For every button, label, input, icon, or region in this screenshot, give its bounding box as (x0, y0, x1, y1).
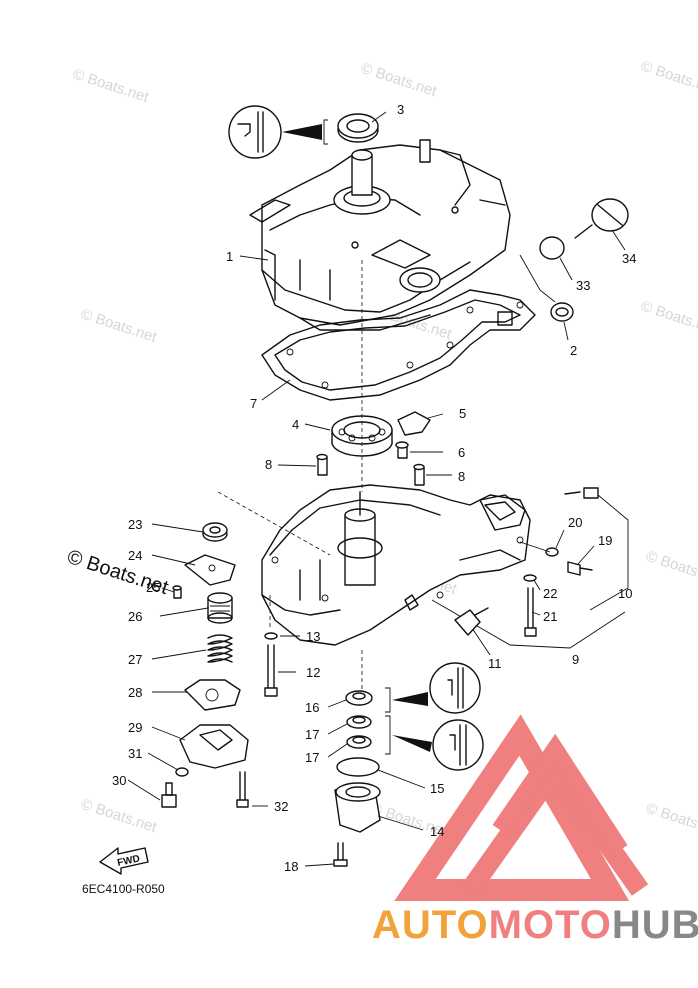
callout-13: 13 (306, 629, 320, 644)
callout-15: 15 (430, 781, 444, 796)
callout-27: 27 (128, 652, 142, 667)
callout-10: 10 (618, 586, 632, 601)
callout-34: 34 (622, 251, 636, 266)
callout-30: 30 (112, 773, 126, 788)
callout-3: 3 (397, 102, 404, 117)
callout-33: 33 (576, 278, 590, 293)
gasket-part-28 (184, 679, 241, 711)
diagram-code: 6EC4100-R050 (82, 882, 165, 896)
plate-part-24 (184, 554, 236, 586)
seal-part-2 (550, 302, 574, 322)
callout-2: 2 (570, 343, 577, 358)
watermark: © Boats.net (639, 298, 698, 339)
watermark: © Boats.net (79, 306, 160, 347)
dashed-alignment-line (217, 491, 331, 556)
callout-22: 22 (543, 586, 557, 601)
bracket-leader (589, 494, 629, 611)
cover-part-29 (179, 724, 249, 769)
callout-24: 24 (128, 548, 142, 563)
washer-part-23 (202, 522, 228, 542)
valve-part-26 (207, 592, 233, 624)
callout-4: 4 (292, 417, 299, 432)
callout-14: 14 (430, 824, 444, 839)
callout-8: 8 (458, 469, 465, 484)
watermark: © Boats.net (644, 800, 698, 841)
callout-labels: 1 2 3 4 5 6 7 8 8 9 10 11 12 13 14 15 16… (112, 102, 636, 874)
brand-logo-mark (394, 714, 649, 901)
callout-6: 6 (458, 445, 465, 460)
callout-29: 29 (128, 720, 142, 735)
plate-part-5 (397, 411, 431, 436)
plug-part-30 (161, 782, 177, 808)
dowel-pin-part-8 (413, 463, 425, 486)
callout-12: 12 (306, 665, 320, 680)
bearing-part-17 (346, 735, 372, 749)
callout-26: 26 (128, 609, 142, 624)
bolt-part-10 (564, 487, 599, 499)
bolt-part-12 (264, 644, 278, 697)
watermark: © Boats.net (359, 60, 440, 101)
callout-32: 32 (274, 799, 288, 814)
o-ring-part-15 (336, 757, 380, 777)
fitting-part-11 (454, 607, 489, 636)
bearing-part-17 (346, 715, 372, 729)
callout-19: 19 (598, 533, 612, 548)
o-ring-part-31 (175, 767, 189, 777)
screw-part-25 (172, 585, 182, 599)
callout-9: 9 (572, 652, 579, 667)
bearing-part-16 (345, 690, 373, 706)
seal-detail-circle (228, 105, 328, 159)
callout-leaders (127, 111, 626, 867)
oil-seal-part-3 (337, 113, 379, 143)
bolt-part-32 (236, 771, 249, 808)
bolt-part-6 (395, 441, 409, 459)
callout-8: 8 (265, 457, 272, 472)
fwd-arrow-icon: FWD (99, 847, 149, 875)
callout-21: 21 (543, 609, 557, 624)
fwd-label: FWD (116, 853, 141, 868)
leader (519, 254, 556, 303)
callout-5: 5 (459, 406, 466, 421)
watermark: © Boats.net (79, 796, 160, 837)
cap-part-34 (574, 198, 629, 239)
callout-23: 23 (128, 517, 142, 532)
dowel-pin-part-8 (316, 453, 328, 476)
callout-7: 7 (250, 396, 257, 411)
washer-part-22 (523, 574, 537, 582)
callout-17: 17 (305, 750, 319, 765)
callout-16: 16 (305, 700, 319, 715)
spring-part-27 (207, 634, 233, 663)
callout-11: 11 (488, 656, 502, 671)
washer-part-20 (545, 547, 559, 557)
callout-18: 18 (284, 859, 298, 874)
callout-25: 25 (146, 580, 160, 595)
o-ring-part-33 (539, 236, 565, 260)
screw-part-19 (567, 561, 593, 576)
bolt-part-21 (524, 587, 537, 637)
seal-detail-circle (385, 662, 481, 714)
seal-detail-circle (385, 715, 484, 771)
watermark: © Boats.net (639, 58, 698, 99)
callout-17: 17 (305, 727, 319, 742)
callout-28: 28 (128, 685, 142, 700)
callout-1: 1 (226, 249, 233, 264)
upper-casing-part-1 (249, 139, 511, 331)
brand-logo-text: AUTOMOTOHUB (372, 903, 698, 947)
washer-part-13 (264, 632, 278, 640)
callout-20: 20 (568, 515, 582, 530)
watermark: © Boats.net (71, 66, 152, 107)
watermark: © Boats.net (644, 548, 698, 589)
bolt-part-18 (333, 842, 348, 867)
housing-part-14 (334, 782, 381, 833)
lower-casing-part-9 (261, 484, 531, 646)
gasket-part-7 (261, 289, 536, 401)
callout-31: 31 (128, 746, 142, 761)
